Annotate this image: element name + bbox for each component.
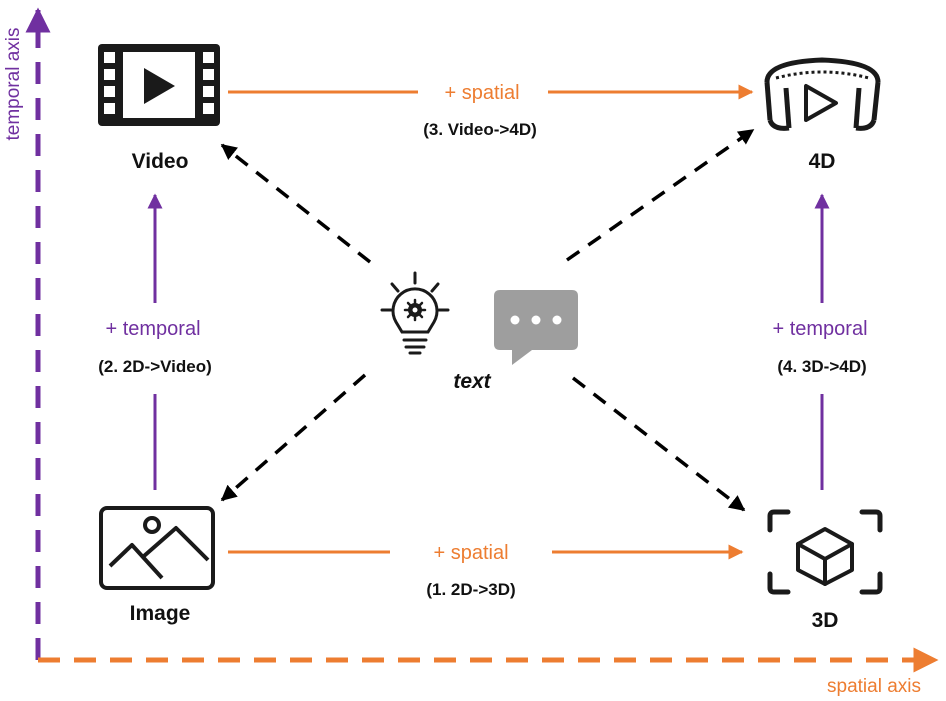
video-to-4d-operation: + spatial [444, 82, 520, 104]
3d-to-4d-step: (4. 3D->4D) [777, 357, 867, 376]
text-to-3d-arrow [571, 376, 746, 512]
text-to-image-arrow [220, 373, 367, 502]
image-to-video-step: (2. 2D->Video) [98, 357, 212, 376]
4d-label: 4D [808, 150, 836, 173]
3d-label: 3D [811, 609, 839, 632]
image-to-3d-operation: + spatial [433, 542, 509, 564]
picture-icon [99, 506, 215, 590]
spatial-axis-label: spatial axis [827, 676, 921, 697]
text-to-video-arrow [220, 143, 372, 264]
text-to-4d-arrow [565, 128, 755, 262]
film-play-icon [98, 44, 220, 126]
text-label: text [453, 370, 491, 393]
lightbulb-gear-icon [380, 271, 450, 355]
chat-bubble-icon [494, 290, 578, 365]
3d-to-4d-operation: + temporal [772, 318, 868, 340]
image-label: Image [129, 602, 191, 625]
image-to-video-operation: + temporal [105, 318, 201, 340]
temporal-axis-label: temporal axis [3, 27, 24, 141]
cube-scan-icon [767, 509, 883, 595]
video-label: Video [131, 150, 189, 173]
video-to-4d-step: (3. Video->4D) [423, 120, 537, 139]
cylinder-play-icon [764, 57, 881, 131]
image-to-3d-step: (1. 2D->3D) [426, 580, 516, 599]
